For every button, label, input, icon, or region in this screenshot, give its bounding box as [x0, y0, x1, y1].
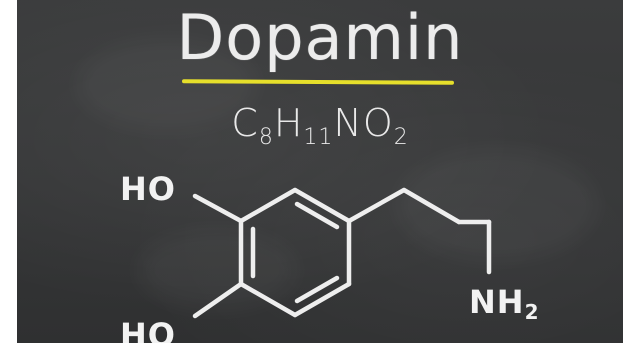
formula-count-carbon: 8: [258, 125, 274, 150]
side-chain-bond: [346, 187, 407, 224]
double-bond: [294, 275, 340, 304]
molecular-formula: C8H11NO2: [17, 100, 623, 149]
molecule-title: Dopamin: [176, 1, 464, 74]
formula-element-nitrogen-oxygen: NO: [333, 101, 394, 145]
side-chain-bond: [401, 187, 462, 225]
hydroxyl-bond-bottom: [192, 281, 244, 319]
ring-bond: [238, 281, 298, 318]
amine-label: NH2: [469, 283, 539, 322]
amine-label-subscript: 2: [524, 300, 540, 324]
ring-bond: [238, 187, 298, 224]
ring-bond: [292, 187, 352, 224]
amine-label-main: NH: [469, 283, 525, 321]
hydroxyl-label-bottom: HO: [120, 316, 176, 343]
hydroxyl-label-top: HO: [120, 170, 176, 208]
formula-element-carbon: C: [231, 101, 259, 145]
ring-bond: [292, 281, 352, 318]
hydroxyl-bond-top: [192, 193, 244, 224]
double-bond: [294, 201, 340, 230]
structural-formula: [192, 187, 492, 319]
formula-element-hydrogen: H: [273, 101, 304, 145]
formula-count-hydrogen: 11: [303, 125, 334, 150]
formula-count-oxygen: 2: [393, 125, 409, 150]
chalkboard-image: Dopamin C8H11NO2 HO HO NH2: [17, 0, 623, 343]
